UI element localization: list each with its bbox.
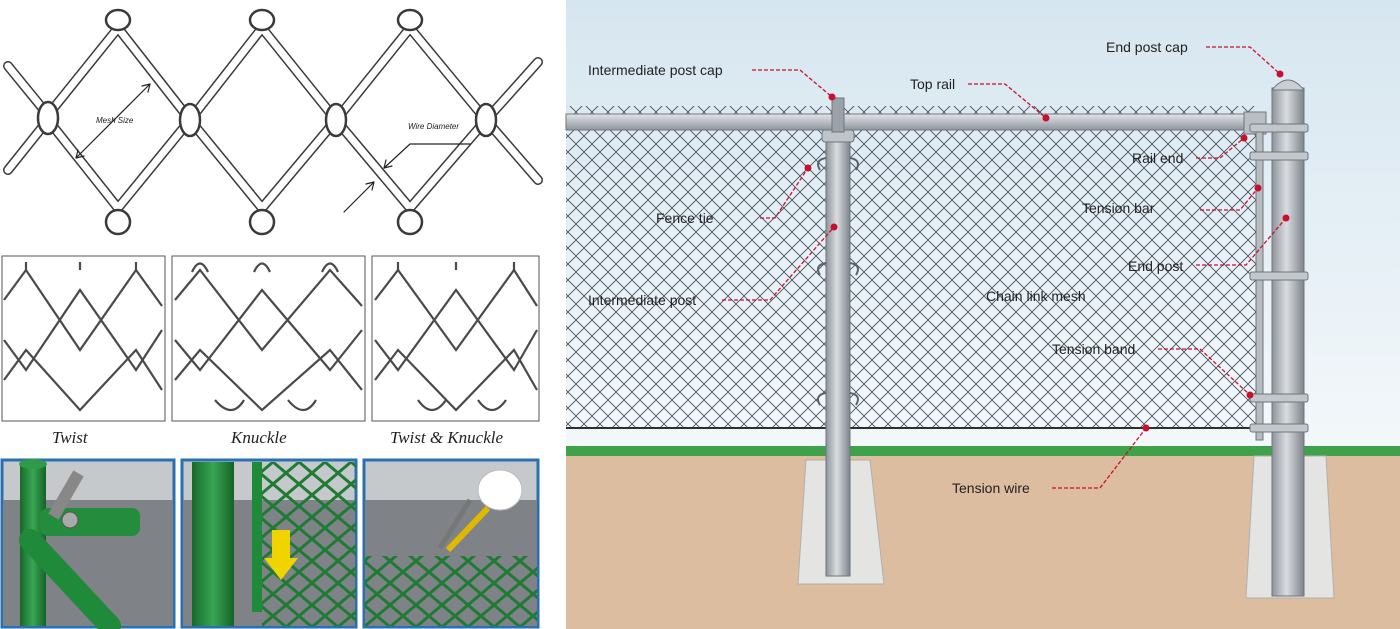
- label-intermediate-post-cap: Intermediate post cap: [588, 62, 723, 78]
- callout-dots: [804, 70, 1290, 432]
- wire-diameter-label: Wire Diameter: [408, 122, 460, 131]
- label-end-post-cap: End post cap: [1106, 39, 1188, 55]
- selvage-twist-knuckle-label: Twist & Knuckle: [390, 428, 504, 447]
- mesh-detail-diagram: [3, 8, 543, 236]
- selvage-knuckle-label: Knuckle: [231, 428, 287, 447]
- label-tension-band: Tension band: [1052, 341, 1136, 357]
- mesh-size-label: Mesh Size: [96, 116, 134, 125]
- label-rail-end: Rail end: [1132, 150, 1184, 166]
- label-tension-wire: Tension wire: [952, 480, 1030, 496]
- label-tension-bar: Tension bar: [1082, 200, 1155, 216]
- label-chain-link-mesh: Chain link mesh: [986, 288, 1086, 304]
- label-fence-tie: Fence tie: [656, 210, 714, 226]
- selvage-twist-label: Twist: [52, 428, 88, 447]
- selvage-panels: [1, 255, 540, 422]
- installation-steps: [0, 458, 540, 629]
- callout-leaders: [722, 46, 1287, 489]
- fence-diagram: [565, 0, 1400, 629]
- label-top-rail: Top rail: [910, 76, 956, 92]
- label-intermediate-post: Intermediate post: [588, 292, 697, 308]
- label-end-post: End post: [1128, 258, 1184, 274]
